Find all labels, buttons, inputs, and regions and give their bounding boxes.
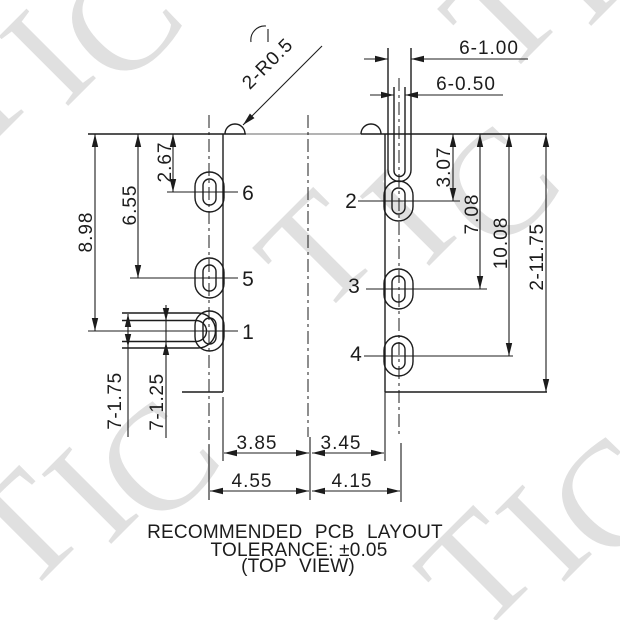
- pin2-tail-outer: [387, 48, 412, 183]
- title-line-1: RECOMMENDED PCB LAYOUT: [147, 522, 443, 543]
- dim-text-3-85: 3.85: [237, 433, 278, 454]
- dim-text-7-08: 7.08: [462, 194, 483, 235]
- body-outline: [88, 123, 547, 393]
- pad-label-3: 3: [348, 275, 360, 298]
- title-block: RECOMMENDED PCB LAYOUT TOLERANCE: ±0.05 …: [147, 522, 443, 577]
- dim-text-6-050: 6-0.50: [436, 74, 496, 95]
- dim-text-6-100: 6-1.00: [459, 38, 519, 59]
- notch-right-r05: [360, 123, 382, 135]
- dimension-texts: 8.98 6.55 2.67 3.07 7.08 10.08 2-11.75 7…: [76, 34, 548, 492]
- pad-label-6: 6: [242, 182, 254, 205]
- dim-text-4-55: 4.55: [232, 471, 273, 492]
- dim-text-10-08: 10.08: [491, 217, 512, 270]
- extension-lines: [88, 191, 513, 502]
- dim-text-6-55: 6.55: [120, 185, 141, 226]
- dim-text-2-11-75: 2-11.75: [527, 223, 548, 290]
- dim-text-radius: 2-R0.5: [238, 34, 297, 93]
- title-line-3: (TOP VIEW): [241, 556, 355, 577]
- dim-text-3-07: 3.07: [434, 147, 455, 188]
- pad-label-2: 2: [345, 190, 357, 213]
- dim-text-4-15: 4.15: [332, 471, 373, 492]
- dim-text-3-45: 3.45: [321, 433, 362, 454]
- pin2-tail-inner: [393, 87, 406, 178]
- dim-text-8-98: 8.98: [76, 212, 97, 253]
- radius-leader: [242, 45, 323, 126]
- pad-label-1: 1: [242, 321, 254, 344]
- title-line-2: TOLERANCE: ±0.05: [211, 540, 388, 561]
- dim-text-7-125: 7-1.25: [147, 373, 168, 430]
- dim-text-7-175: 7-1.75: [105, 372, 126, 429]
- pad-labels: 6 5 1 2 3 4: [242, 182, 362, 366]
- notch-left-r05: [224, 123, 246, 135]
- pad-label-5: 5: [242, 268, 254, 291]
- pad-label-4: 4: [350, 343, 362, 366]
- clipped-symbol-arc: [250, 25, 269, 43]
- dim-text-2-67: 2.67: [155, 142, 176, 183]
